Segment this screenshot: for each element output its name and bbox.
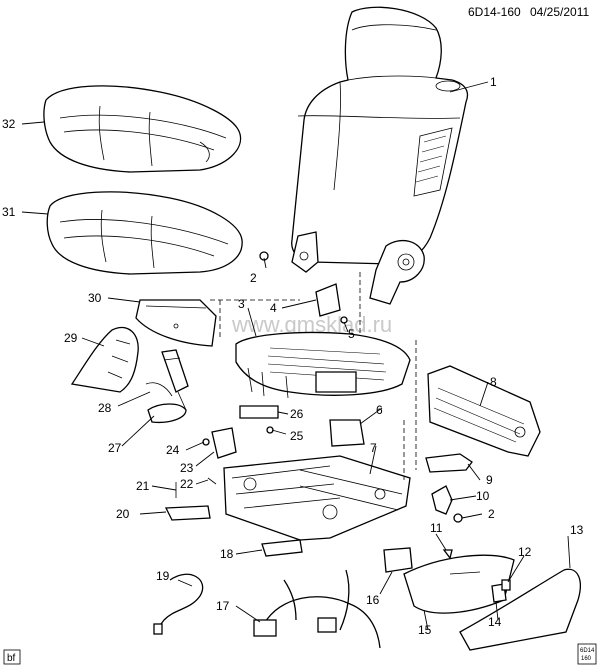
callout-20: 20: [116, 507, 130, 521]
callout-labels: 1 32 31 2 30 3 4 5 29 8 28 6 26 25 27 24…: [2, 75, 584, 637]
callout-1: 1: [490, 75, 497, 89]
corner-tag-right-top: 6D14: [580, 648, 595, 654]
callout-26: 26: [290, 407, 304, 421]
seat-adjuster-part: [223, 455, 411, 541]
latch-part: [425, 453, 473, 473]
release-handle-part: [261, 539, 303, 557]
callout-30: 30: [88, 291, 102, 305]
callout-12: 12: [518, 545, 532, 559]
plug-part: [442, 549, 453, 560]
actuator-part: [211, 427, 237, 459]
callout-19: 19: [156, 569, 170, 583]
front-trim-part: [135, 299, 217, 347]
seat-pan-part: [235, 331, 411, 399]
outer-trim-part: [459, 568, 581, 651]
wire-part: [157, 573, 204, 629]
callout-5: 5: [348, 327, 355, 341]
module-part: [383, 547, 413, 573]
callout-6: 6: [376, 403, 383, 417]
callout-7: 7: [370, 441, 377, 455]
bracket-small-part: [315, 283, 341, 317]
callout-15: 15: [418, 623, 432, 637]
callout-4: 4: [270, 301, 277, 315]
callout-25: 25: [290, 429, 304, 443]
callout-24: 24: [166, 443, 180, 457]
seat-back-part: [291, 6, 469, 305]
corner-tag-left: bf: [3, 649, 21, 665]
callout-31: 31: [2, 205, 16, 219]
callout-17: 17: [216, 599, 230, 613]
callout-29: 29: [64, 331, 78, 345]
bracket-part: [239, 405, 279, 419]
corner-tag-left-text: bf: [7, 653, 16, 664]
nut-part: [453, 513, 463, 523]
handle-part: [164, 505, 211, 521]
callout-2-lower: 2: [488, 507, 495, 521]
callout-16: 16: [366, 593, 380, 607]
back-frame-part: [427, 365, 541, 457]
callout-27: 27: [108, 441, 122, 455]
harness-part: [253, 569, 381, 649]
callout-32: 32: [2, 117, 16, 131]
cover-plate-part: [329, 419, 365, 447]
corner-tag-right: 6D14 160: [577, 643, 597, 665]
callout-10: 10: [476, 489, 490, 503]
callout-28: 28: [98, 401, 112, 415]
diagram-code: 6D14-160: [468, 5, 521, 19]
callout-14: 14: [488, 615, 502, 629]
small-bracket-part: [431, 485, 453, 515]
callout-22: 22: [180, 477, 194, 491]
callout-18: 18: [220, 547, 234, 561]
corner-tag-right-bottom: 160: [581, 656, 592, 662]
side-panel-part: [403, 554, 515, 614]
callout-2-upper: 2: [250, 271, 257, 285]
callout-21: 21: [136, 479, 150, 493]
callout-23: 23: [180, 461, 194, 475]
buckle-part: [145, 349, 189, 424]
callout-13: 13: [570, 523, 584, 537]
leader-lines: [21, 81, 571, 631]
callout-3: 3: [238, 297, 245, 311]
callout-9: 9: [486, 473, 493, 487]
callout-11: 11: [430, 521, 443, 535]
clip-small-part: [501, 579, 511, 591]
diagram-date: 04/25/2011: [530, 5, 589, 19]
callout-8: 8: [490, 375, 497, 389]
cushion-pad-part: [46, 191, 243, 275]
cushion-cover-part: [43, 85, 242, 173]
side-shield-part: [70, 326, 139, 393]
